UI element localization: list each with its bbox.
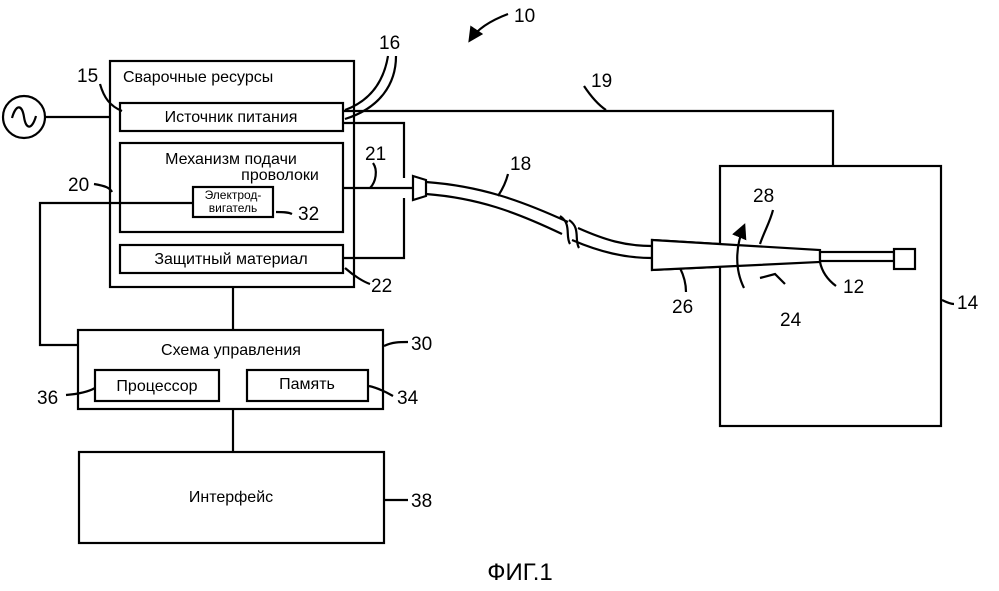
welding-resources-label: Сварочные ресурсы	[123, 69, 273, 86]
motor-label-2: вигатель	[209, 201, 258, 215]
ref-12: 12	[843, 277, 864, 298]
power-source-label: Источник питания	[165, 109, 298, 126]
processor-label: Процессор	[116, 378, 197, 395]
ref-32: 32	[298, 204, 319, 225]
motor-label-1: Электрод-	[205, 188, 262, 202]
ref-28: 28	[753, 186, 774, 207]
ref-15: 15	[77, 66, 98, 87]
ref-34: 34	[397, 388, 419, 409]
work-cable-19	[343, 111, 833, 165]
wire-feeder-label-1: Механизм подачи	[165, 151, 297, 168]
ref-14: 14	[957, 293, 979, 314]
memory-label: Память	[279, 376, 335, 393]
interface-label: Интерфейс	[189, 489, 273, 506]
control-circuit-label: Схема управления	[161, 342, 301, 359]
ref-10: 10	[514, 6, 535, 27]
ref-30: 30	[411, 334, 432, 355]
ref-22: 22	[371, 276, 392, 297]
ref-24: 24	[780, 310, 802, 331]
figure-caption: ФИГ.1	[487, 559, 553, 586]
shielding-label: Защитный материал	[154, 251, 307, 268]
ref-38: 38	[411, 491, 432, 512]
ref-26: 26	[672, 297, 693, 318]
cable-18	[426, 182, 652, 258]
ref-20: 20	[68, 175, 89, 196]
ac-source-icon	[3, 96, 45, 138]
ref-21: 21	[365, 144, 386, 165]
ref-18: 18	[510, 154, 531, 175]
ref-36: 36	[37, 388, 58, 409]
wire-feeder-label-2: проволоки	[241, 167, 319, 184]
ref-19: 19	[591, 71, 612, 92]
torch-connector	[413, 176, 426, 200]
ref-16: 16	[379, 33, 400, 54]
